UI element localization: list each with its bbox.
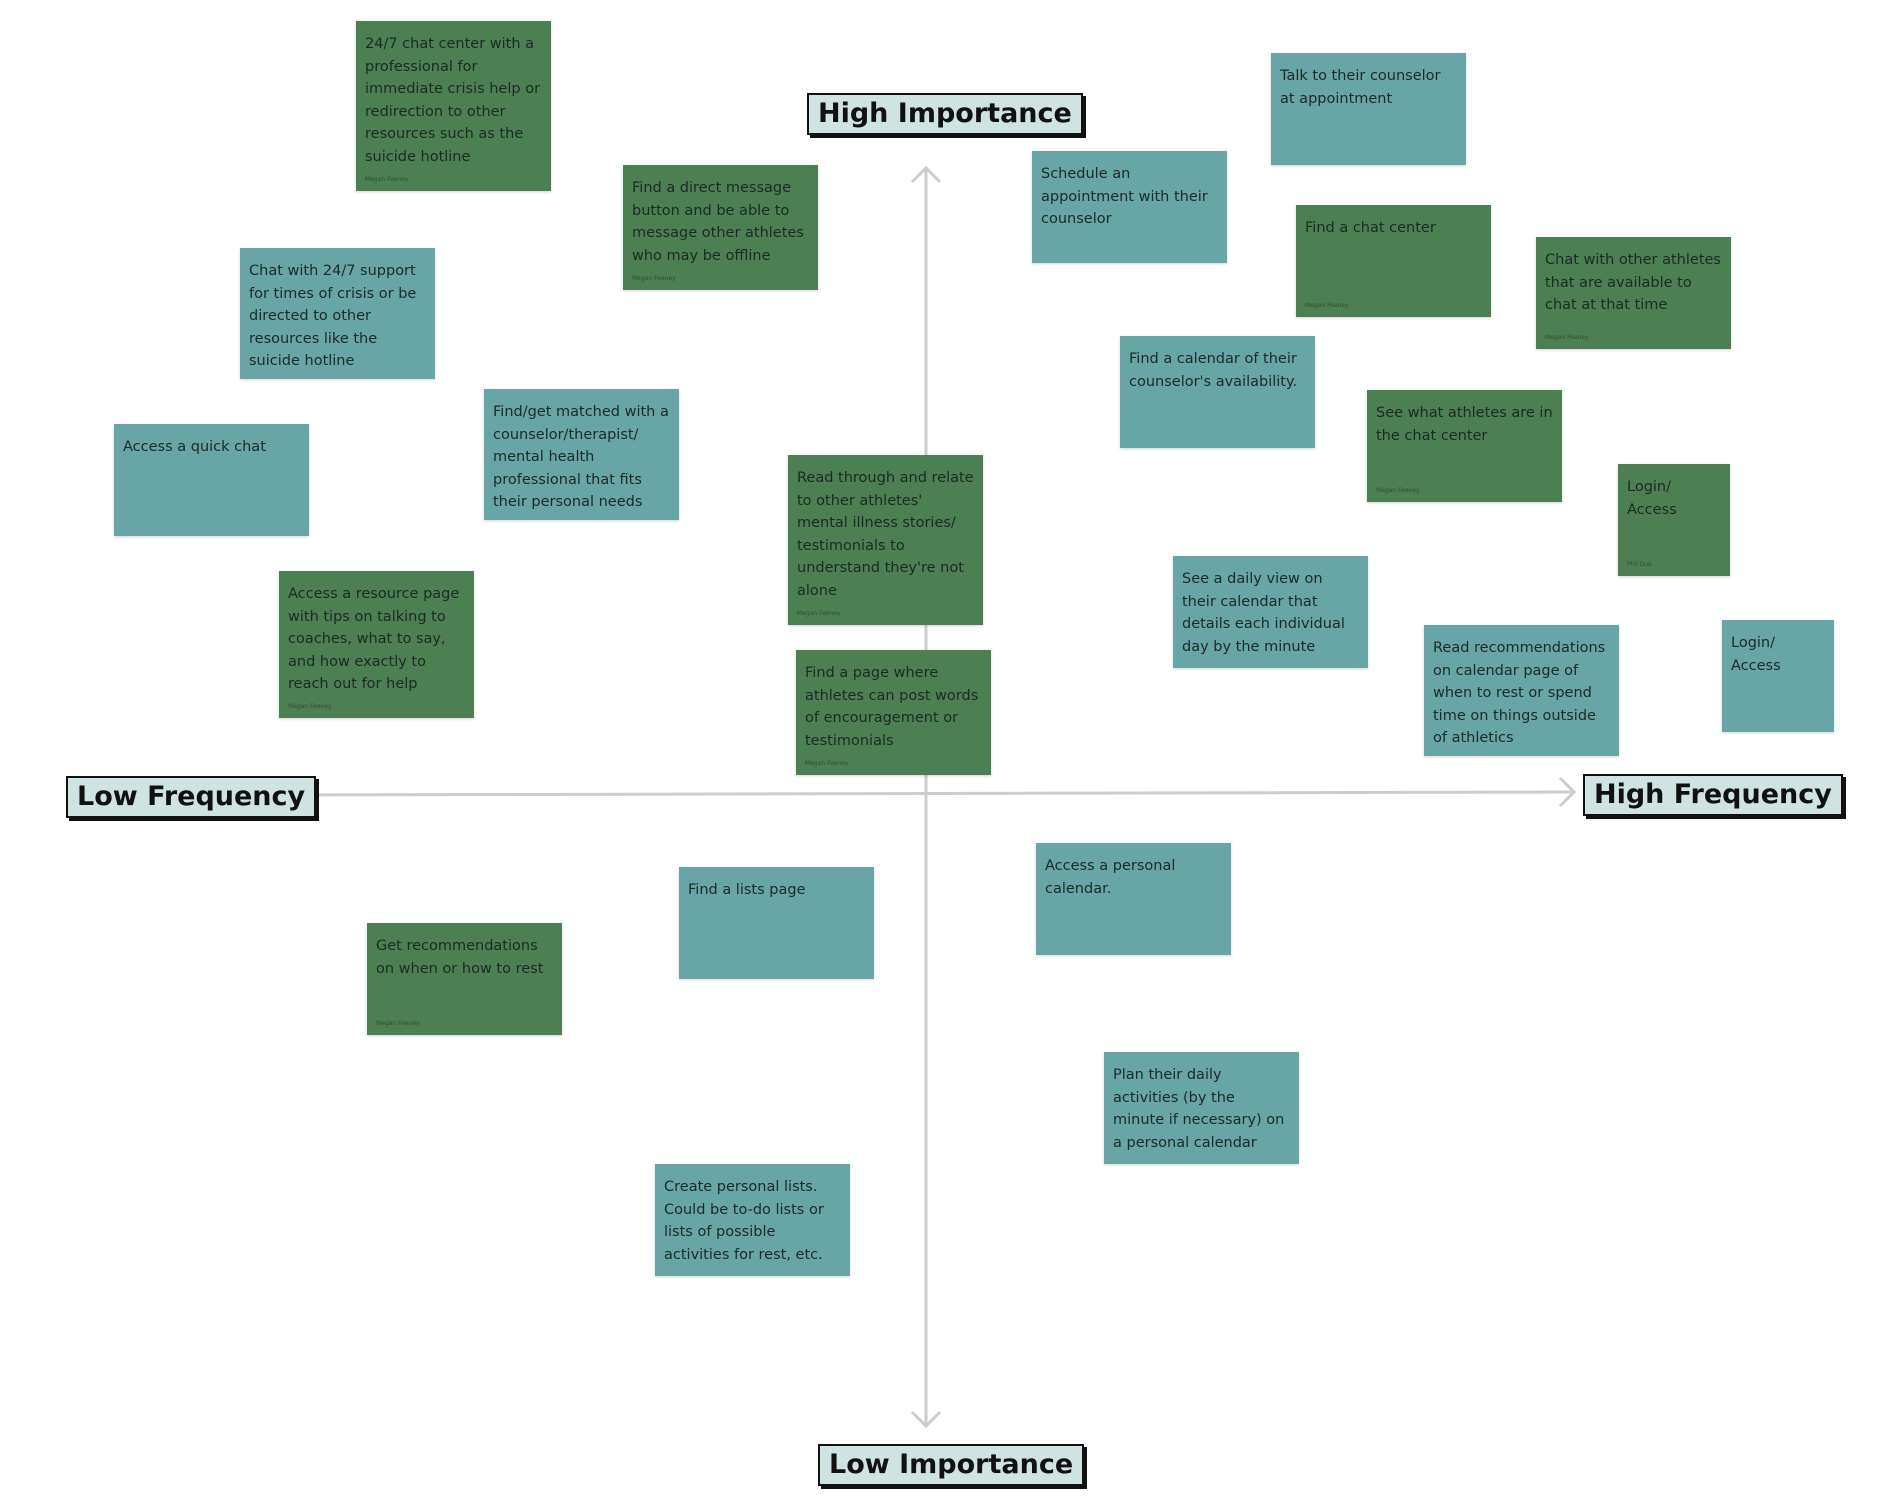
note-author: Megan Feeney bbox=[1376, 487, 1420, 494]
note-author: Megan Feeney bbox=[797, 610, 841, 617]
sticky-note[interactable]: Access a personal calendar. bbox=[1036, 843, 1231, 955]
sticky-note[interactable]: Find a page where athletes can post word… bbox=[796, 650, 991, 775]
sticky-note[interactable]: Read recommendations on calendar page of… bbox=[1424, 625, 1619, 756]
axis-label-high-importance: High Importance bbox=[807, 93, 1083, 135]
note-text: Talk to their counselor at appointment bbox=[1280, 68, 1441, 107]
note-text: Read recommendations on calendar page of… bbox=[1433, 640, 1606, 746]
sticky-note[interactable]: Find a calendar of their counselor's ava… bbox=[1120, 336, 1315, 448]
sticky-note[interactable]: Find a direct message button and be able… bbox=[623, 165, 818, 290]
note-text: Login/ Access bbox=[1731, 635, 1781, 674]
note-author: Megan Feeney bbox=[805, 760, 849, 767]
sticky-note[interactable]: Find a chat center Megan Feeney bbox=[1296, 205, 1491, 317]
sticky-note[interactable]: Chat with other athletes that are availa… bbox=[1536, 237, 1731, 349]
note-text: Find a lists page bbox=[688, 882, 806, 898]
sticky-note[interactable]: Login/ Access Phil Doe bbox=[1618, 464, 1730, 576]
sticky-note[interactable]: See what athletes are in the chat center… bbox=[1367, 390, 1562, 502]
note-text: 24/7 chat center with a professional for… bbox=[365, 36, 541, 165]
horizontal-axis-line bbox=[290, 790, 1573, 797]
arrow-right-icon bbox=[1558, 776, 1577, 808]
note-text: Find a page where athletes can post word… bbox=[805, 665, 979, 749]
sticky-note[interactable]: Talk to their counselor at appointment bbox=[1271, 53, 1466, 165]
sticky-note[interactable]: Find/get matched with a counselor/therap… bbox=[484, 389, 679, 520]
sticky-note[interactable]: Create personal lists. Could be to-do li… bbox=[655, 1164, 850, 1276]
sticky-note[interactable]: Access a resource page with tips on talk… bbox=[279, 571, 474, 718]
note-author: Megan Feeney bbox=[288, 703, 332, 710]
note-text: Access a resource page with tips on talk… bbox=[288, 586, 460, 692]
axis-label-low-frequency: Low Frequency bbox=[66, 776, 317, 818]
axis-label-high-frequency: High Frequency bbox=[1583, 774, 1843, 816]
note-text: Get recommendations on when or how to re… bbox=[376, 938, 544, 977]
note-text: Find a direct message button and be able… bbox=[632, 180, 804, 264]
note-text: See a daily view on their calendar that … bbox=[1182, 571, 1345, 655]
axis-label-low-importance: Low Importance bbox=[818, 1444, 1085, 1486]
note-text: Access a personal calendar. bbox=[1045, 858, 1176, 897]
sticky-note[interactable]: Login/ Access bbox=[1722, 620, 1834, 732]
note-text: Plan their daily activities (by the minu… bbox=[1113, 1067, 1285, 1151]
sticky-note[interactable]: See a daily view on their calendar that … bbox=[1173, 556, 1368, 668]
note-text: Schedule an appointment with their couns… bbox=[1041, 166, 1208, 227]
note-author: Phil Doe bbox=[1627, 561, 1652, 568]
note-author: Megan Feeney bbox=[365, 176, 409, 183]
note-author: Megan Feeney bbox=[632, 275, 676, 282]
note-text: Read through and relate to other athlete… bbox=[797, 470, 974, 599]
note-author: Megan Feeney bbox=[376, 1020, 420, 1027]
note-text: Chat with other athletes that are availa… bbox=[1545, 252, 1721, 313]
note-text: Find/get matched with a counselor/therap… bbox=[493, 404, 669, 510]
note-text: Access a quick chat bbox=[123, 439, 266, 455]
sticky-note[interactable]: Find a lists page bbox=[679, 867, 874, 979]
note-text: Login/ Access bbox=[1627, 479, 1677, 518]
note-text: Create personal lists. Could be to-do li… bbox=[664, 1179, 824, 1263]
sticky-note[interactable]: 24/7 chat center with a professional for… bbox=[356, 21, 551, 191]
sticky-note[interactable]: Chat with 24/7 support for times of cris… bbox=[240, 248, 435, 379]
arrow-down-icon bbox=[910, 1410, 942, 1429]
sticky-note[interactable]: Access a quick chat bbox=[114, 424, 309, 536]
arrow-up-icon bbox=[910, 165, 942, 184]
note-author: Megan Feeney bbox=[1545, 334, 1589, 341]
note-author: Megan Feeney bbox=[1305, 302, 1349, 309]
note-text: Chat with 24/7 support for times of cris… bbox=[249, 263, 417, 369]
note-text: Find a chat center bbox=[1305, 220, 1436, 236]
sticky-note[interactable]: Schedule an appointment with their couns… bbox=[1032, 151, 1227, 263]
sticky-note[interactable]: Read through and relate to other athlete… bbox=[788, 455, 983, 625]
note-text: Find a calendar of their counselor's ava… bbox=[1129, 351, 1298, 390]
note-text: See what athletes are in the chat center bbox=[1376, 405, 1553, 444]
sticky-note[interactable]: Plan their daily activities (by the minu… bbox=[1104, 1052, 1299, 1164]
sticky-note[interactable]: Get recommendations on when or how to re… bbox=[367, 923, 562, 1035]
